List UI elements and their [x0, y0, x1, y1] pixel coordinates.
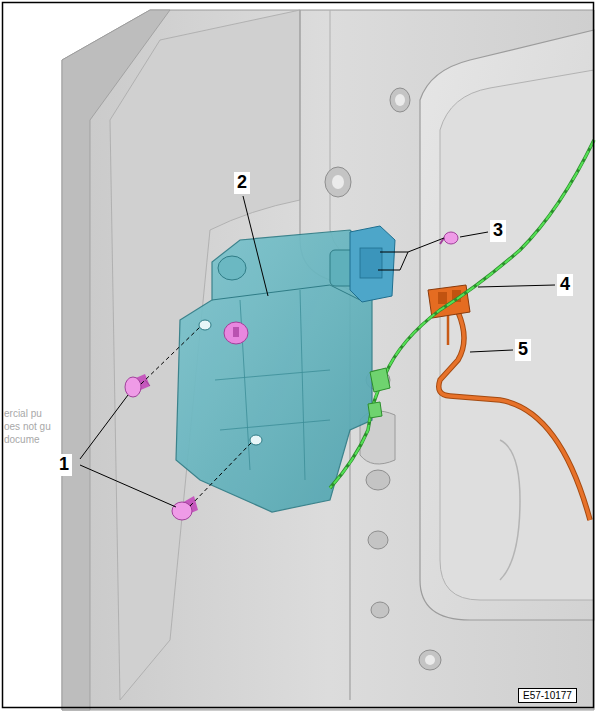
watermark: docume: [4, 434, 40, 445]
figure-reference: E57-10177: [518, 688, 577, 703]
frame-border: [3, 3, 594, 708]
watermark: ercial pu: [4, 408, 42, 419]
callout-number: 2: [234, 172, 250, 194]
watermark: oes not gu: [4, 421, 51, 432]
cable-orange: [428, 285, 590, 520]
wire-green: [330, 140, 594, 488]
callout-number: 5: [515, 339, 531, 361]
callout-number: 3: [490, 220, 506, 242]
door-lock-unit: [176, 226, 395, 512]
screw: [125, 374, 198, 520]
callout-number: 4: [557, 274, 573, 296]
callout-number: 1: [56, 454, 72, 476]
leader-line: [80, 196, 555, 507]
